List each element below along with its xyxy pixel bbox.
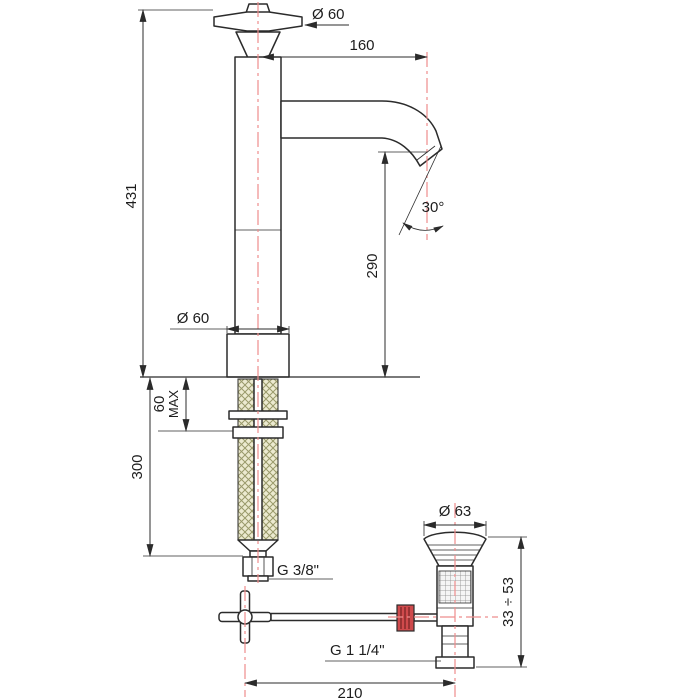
base-dia-label: Ø 60 (177, 310, 210, 327)
knob-knurl-lines (400, 607, 410, 629)
hose-right (261, 378, 279, 541)
axis-distance-label: 210 (337, 685, 362, 700)
outlet-angle-arc (402, 222, 444, 233)
dimension-labels: Ø 60 160 431 290 30° Ø 60 60 MAX 300 G 3… (123, 6, 517, 700)
hose-length-label: 300 (129, 454, 146, 479)
deck-thickness-label: 60 (151, 396, 168, 413)
hose-left (237, 378, 255, 541)
centerlines (244, 2, 498, 697)
outlet-height-label: 290 (364, 253, 381, 278)
outlet-angle-label: 30° (422, 199, 445, 216)
waste-range-label: 33 ÷ 53 (500, 577, 517, 627)
spout (280, 100, 443, 167)
waste-dia-label: Ø 63 (439, 503, 472, 520)
popup-linkage (218, 590, 439, 644)
total-height-label: 431 (123, 183, 140, 208)
outlet-angle-line (398, 145, 442, 236)
linkage-rod (270, 612, 399, 622)
faucet (213, 3, 443, 378)
waste-thread-label: G 1 1/4" (330, 642, 385, 659)
inlet-thread-label: G 3/8" (277, 562, 319, 579)
dimension-lines (138, 8, 527, 687)
spout-reach-label: 160 (349, 37, 374, 54)
deck-thickness-note: MAX (166, 390, 181, 419)
handle-dia-label: Ø 60 (312, 6, 345, 23)
aerator-line (416, 145, 436, 161)
